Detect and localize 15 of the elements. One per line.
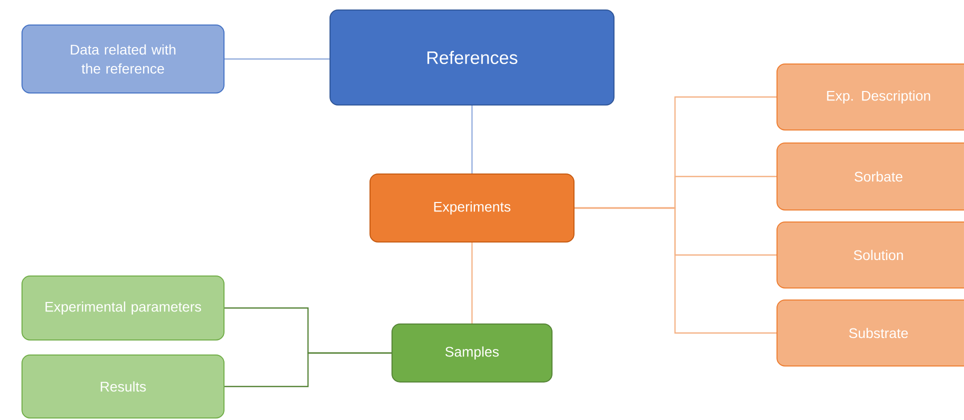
process-box: Exp. Description (776, 64, 964, 130)
connector-line (574, 207, 776, 334)
connector-line (471, 242, 473, 324)
process-box: Sorbate (776, 142, 964, 210)
process-box: Substrate (776, 299, 964, 366)
process-box: Solution (776, 222, 964, 288)
process-box: Samples (392, 324, 552, 382)
connector-line (224, 352, 392, 388)
connector-line (471, 106, 473, 174)
process-box: Experimental parameters (22, 275, 225, 340)
process-box: Results (22, 354, 225, 418)
process-box: Data related with the reference (22, 24, 225, 94)
connector-line (224, 58, 330, 60)
process-box: References (330, 10, 614, 106)
process-box: Experiments (370, 174, 574, 242)
